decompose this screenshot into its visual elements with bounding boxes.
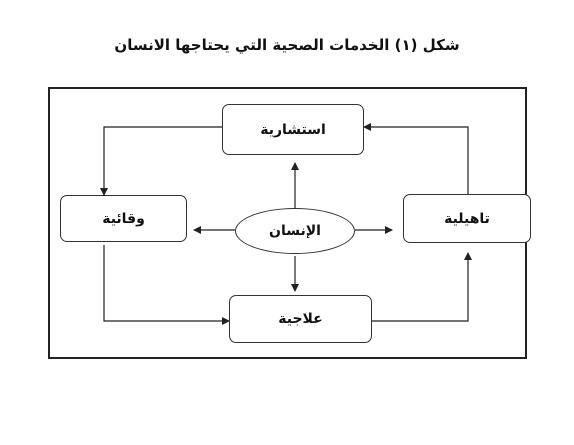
node-preventive: وقائية: [60, 195, 187, 242]
center-human-label: الإنسان: [269, 223, 321, 239]
node-therapeutic: علاجية: [229, 295, 372, 343]
node-rehabilitative-label: تاهيلية: [444, 210, 490, 227]
arrow-top-to-left: [100, 126, 222, 196]
figure-title: شكل (١) الخدمات الصحية التي يحتاجها الان…: [114, 36, 460, 54]
arrow-right-to-top: [363, 123, 469, 194]
arrow-bottom-to-right: [372, 252, 472, 322]
node-preventive-label: وقائية: [102, 210, 145, 227]
center-human-ellipse: الإنسان: [235, 208, 355, 254]
node-rehabilitative: تاهيلية: [403, 194, 531, 243]
node-advisory-label: استشارية: [260, 121, 326, 138]
node-advisory: استشارية: [222, 104, 364, 155]
arrow-left-to-bottom: [103, 245, 230, 325]
node-therapeutic-label: علاجية: [278, 311, 323, 327]
